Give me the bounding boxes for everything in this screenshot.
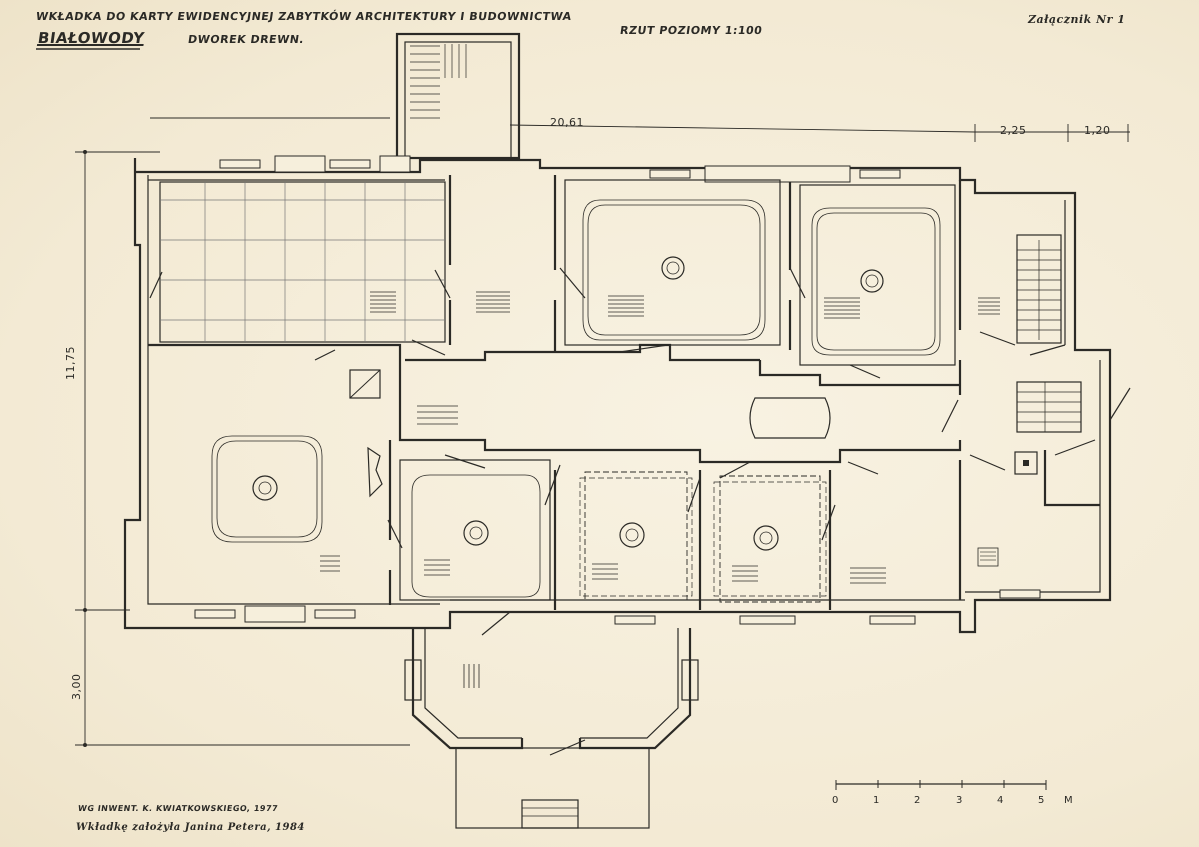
central-corridor xyxy=(417,397,831,439)
scale-tick-2: 2 xyxy=(914,795,921,806)
dim-top-right-a: 2,25 xyxy=(1000,124,1027,137)
author-note: Wkładkę założyła Janina Petera, 1984 xyxy=(76,822,305,833)
stair-tower xyxy=(395,32,521,160)
scale-tick-4: 4 xyxy=(997,795,1004,806)
room-top-middle xyxy=(564,179,781,346)
room-bottom-3 xyxy=(713,475,827,603)
windows xyxy=(194,155,1041,625)
scale-tick-0: 0 xyxy=(832,795,839,806)
scale-tick-5: 5 xyxy=(1038,795,1045,806)
porch xyxy=(404,628,699,829)
room-top-small xyxy=(476,291,510,313)
scale-unit: M xyxy=(1064,795,1074,806)
scale-bar xyxy=(835,780,1047,790)
room-bottom-2 xyxy=(579,471,693,601)
room-top-right xyxy=(799,184,956,366)
scale-tick-3: 3 xyxy=(956,795,963,806)
attachment-label: Załącznik Nr 1 xyxy=(1028,13,1126,26)
room-bottom-4 xyxy=(850,567,886,584)
dim-top-right-b: 1,20 xyxy=(1084,124,1111,137)
right-staircase xyxy=(977,234,1082,567)
door-swings xyxy=(149,267,1131,636)
scale-tick-1: 1 xyxy=(873,795,880,806)
outer-walls xyxy=(123,158,1112,634)
tiled-hall xyxy=(159,181,446,343)
dimension-lines xyxy=(75,117,1130,747)
room-left-salon xyxy=(211,369,383,572)
room-bottom-1 xyxy=(399,459,551,601)
